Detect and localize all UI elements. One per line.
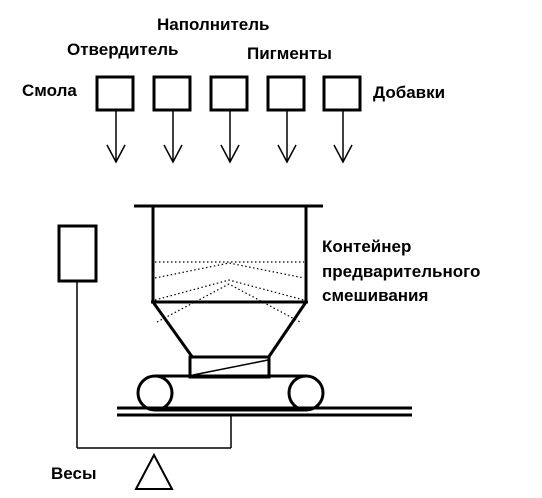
container-label-line-2: предварительного (322, 262, 480, 281)
label-hardener: Отвердитель (67, 40, 178, 59)
weighing-platform (117, 406, 412, 417)
arrow-down-icon (163, 110, 183, 164)
feed-box-pigments (266, 75, 306, 112)
scale-display-box (57, 224, 98, 283)
arrow-down-icon (220, 110, 240, 164)
conveyor-belt (136, 374, 325, 412)
container-label-line-3: смешивания (322, 286, 428, 305)
scale-connection-lines (76, 281, 232, 449)
label-pigments: Пигменты (247, 44, 332, 63)
arrow-down-icon (106, 110, 126, 164)
premix-container (134, 204, 323, 379)
arrow-down-icon (277, 110, 297, 164)
label-resin: Смола (22, 81, 77, 100)
label-scale: Весы (51, 464, 96, 483)
feed-box-additives (322, 75, 362, 112)
label-filler: Наполнитель (157, 15, 270, 34)
container-label-line-1: Контейнер (322, 237, 411, 256)
feed-box-filler (209, 75, 249, 112)
label-additives: Добавки (373, 83, 445, 102)
feed-box-resin (95, 75, 135, 112)
feed-box-hardener (152, 75, 192, 112)
scale-fulcrum-icon (134, 452, 174, 490)
arrow-down-icon (333, 110, 353, 164)
